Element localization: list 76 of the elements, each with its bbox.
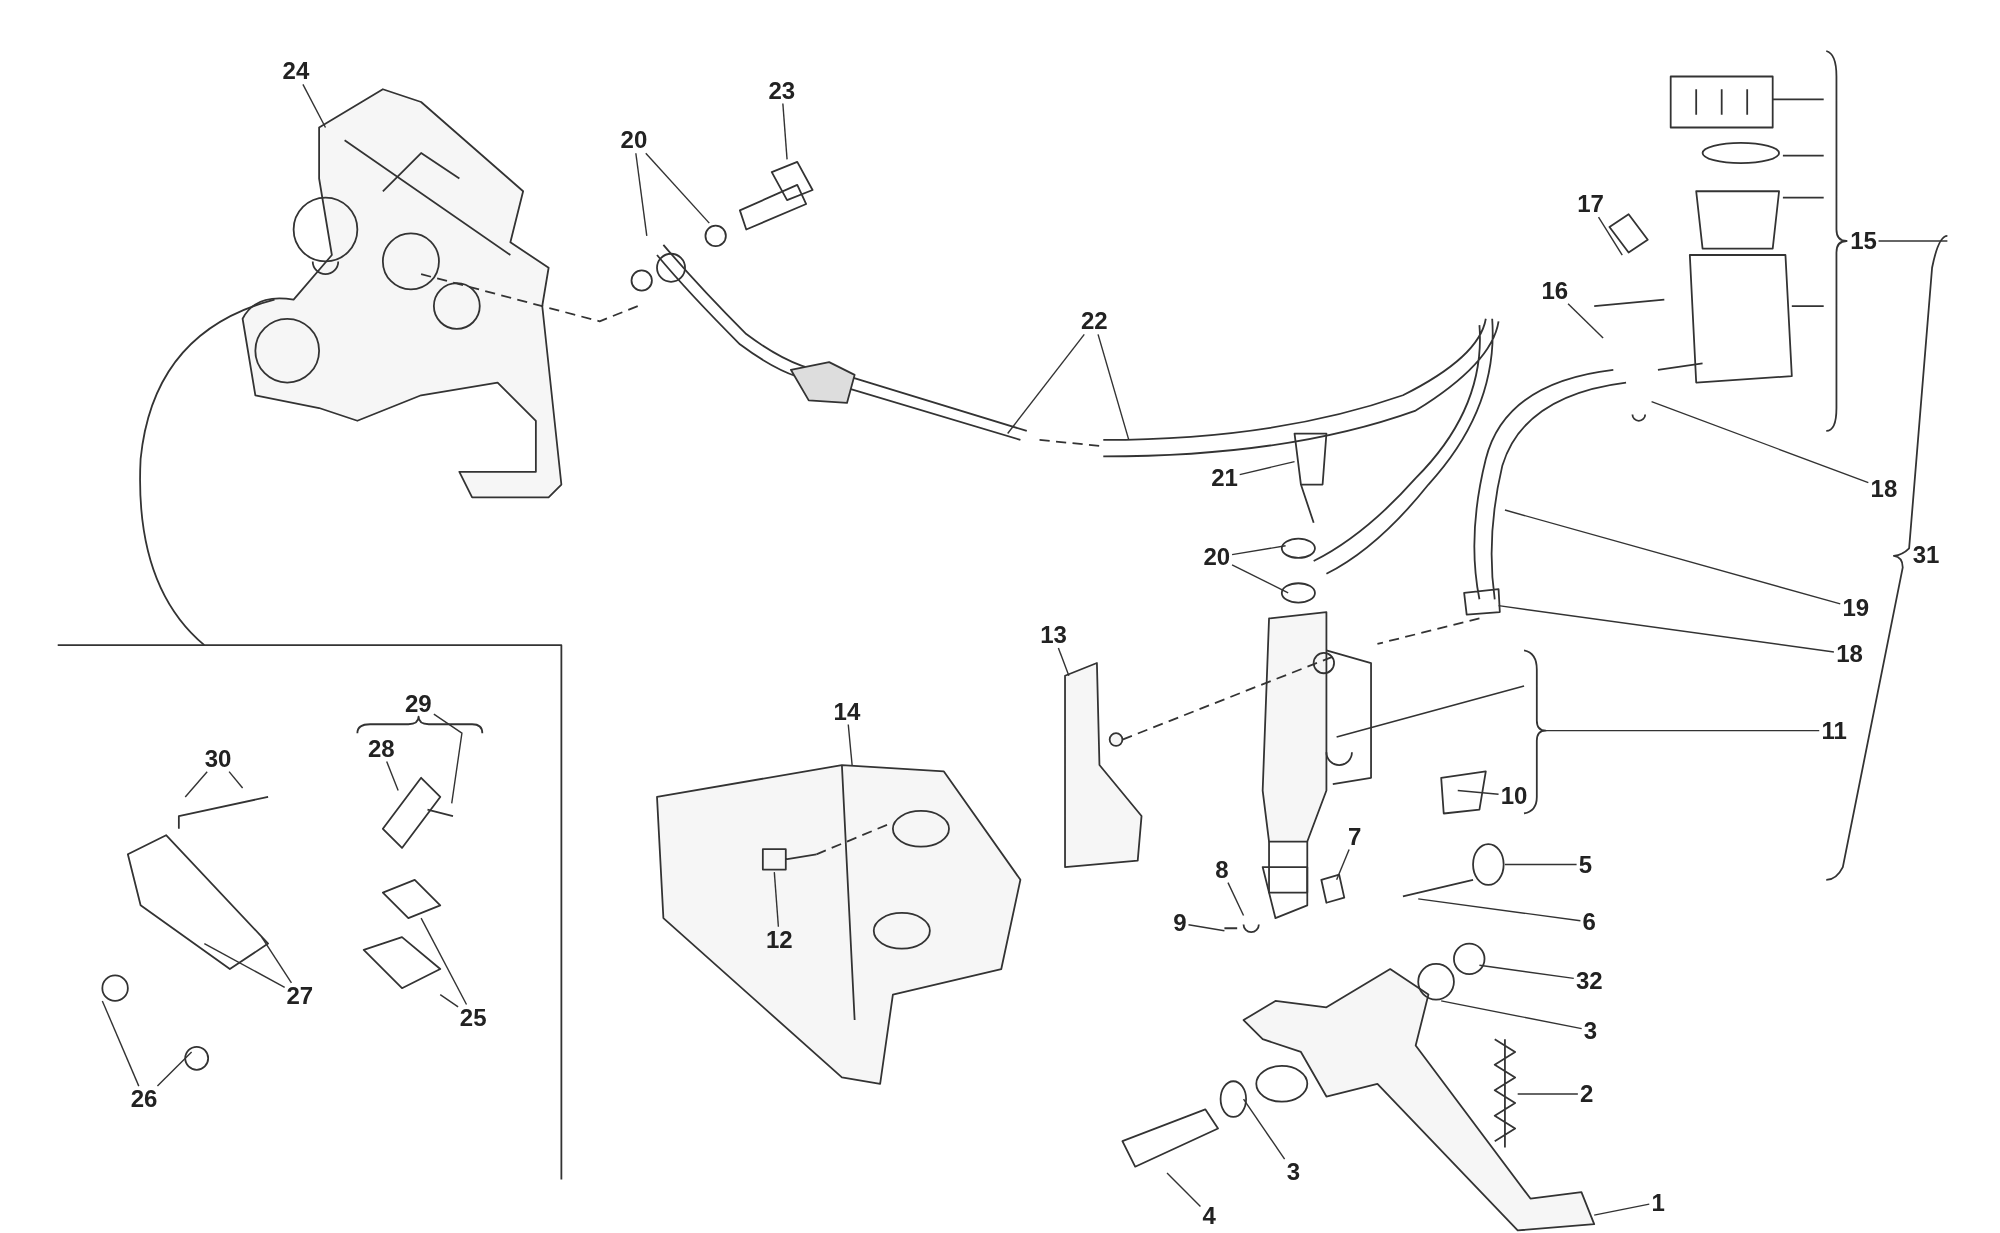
leader-line bbox=[1231, 545, 1287, 556]
leader-line bbox=[1335, 848, 1350, 881]
callout-number: 28 bbox=[366, 735, 397, 762]
callout-number: 29 bbox=[403, 691, 434, 718]
callout-number: 27 bbox=[284, 983, 316, 1010]
leader-line bbox=[1545, 729, 1820, 732]
callout-number: 2 bbox=[1578, 1081, 1596, 1108]
leader-line bbox=[101, 1000, 140, 1087]
callout-number: 16 bbox=[1539, 277, 1571, 304]
leader-line bbox=[1440, 1000, 1583, 1030]
leader-line bbox=[228, 770, 244, 789]
callout-number: 22 bbox=[1079, 308, 1110, 335]
callout-number: 31 bbox=[1910, 541, 1942, 568]
callout-number: 3 bbox=[1284, 1159, 1303, 1186]
leader-line bbox=[203, 942, 286, 989]
callout-number: 6 bbox=[1580, 909, 1598, 936]
callout-number: 18 bbox=[1868, 475, 1900, 502]
leader-line bbox=[847, 723, 853, 766]
leader-line bbox=[1231, 564, 1289, 594]
callout-number: 19 bbox=[1840, 595, 1872, 622]
leader-line bbox=[156, 1051, 193, 1087]
callout-number: 9 bbox=[1171, 910, 1189, 937]
leader-line bbox=[782, 102, 788, 161]
leader-line bbox=[1417, 898, 1582, 922]
leader-line bbox=[1006, 333, 1085, 435]
leader-line bbox=[439, 993, 459, 1008]
leader-line bbox=[1187, 924, 1226, 932]
callout-number: 8 bbox=[1213, 856, 1231, 883]
callout-number: 17 bbox=[1575, 191, 1606, 218]
leader-line bbox=[386, 760, 399, 792]
callout-number: 14 bbox=[831, 698, 863, 725]
callout-number: 10 bbox=[1498, 782, 1530, 809]
leader-line bbox=[1517, 1093, 1579, 1095]
callout-number: 7 bbox=[1345, 823, 1364, 850]
leader-line bbox=[1504, 509, 1841, 605]
callout-number: 26 bbox=[128, 1086, 160, 1113]
callout-number: 5 bbox=[1576, 851, 1595, 878]
leader-line bbox=[635, 152, 648, 237]
leader-line bbox=[773, 871, 780, 928]
leader-line bbox=[1597, 216, 1623, 256]
leader-line bbox=[1239, 460, 1296, 476]
leader-line bbox=[1877, 240, 1949, 242]
callout-number: 15 bbox=[1848, 228, 1879, 255]
callout-number: 20 bbox=[618, 127, 650, 154]
callout-number: 23 bbox=[766, 77, 798, 104]
leader-line bbox=[1478, 964, 1575, 980]
callout-number: 1 bbox=[1649, 1189, 1667, 1216]
leader-line bbox=[1166, 1172, 1202, 1208]
callout-number: 13 bbox=[1038, 622, 1069, 649]
callout-number: 11 bbox=[1819, 717, 1849, 744]
callout-number: 25 bbox=[457, 1004, 489, 1031]
leader-line bbox=[1057, 647, 1070, 677]
callout-number: 18 bbox=[1834, 641, 1865, 668]
callout-number: 32 bbox=[1573, 967, 1605, 994]
leader-line bbox=[645, 152, 710, 224]
callout-number: 20 bbox=[1201, 544, 1233, 571]
leader-line bbox=[1457, 789, 1500, 795]
leader-line bbox=[261, 936, 293, 984]
leader-line bbox=[433, 713, 463, 804]
callout-number: 21 bbox=[1209, 465, 1240, 492]
leader-line bbox=[1593, 1203, 1650, 1216]
leader-line bbox=[1097, 333, 1130, 441]
leader-line bbox=[1650, 400, 1870, 484]
callout-number: 3 bbox=[1581, 1017, 1600, 1044]
leader-line bbox=[1242, 1098, 1286, 1160]
callout-number: 24 bbox=[280, 58, 312, 85]
leader-line bbox=[1227, 881, 1245, 917]
callout-number: 4 bbox=[1200, 1202, 1218, 1229]
callout-number: 30 bbox=[202, 745, 234, 772]
leader-line bbox=[1504, 863, 1578, 866]
leader-line bbox=[302, 83, 327, 129]
leader-line bbox=[184, 770, 208, 798]
leader-line bbox=[420, 917, 468, 1006]
callout-number: 12 bbox=[764, 927, 795, 954]
leader-line bbox=[1497, 604, 1835, 653]
leader-line bbox=[1567, 303, 1604, 339]
